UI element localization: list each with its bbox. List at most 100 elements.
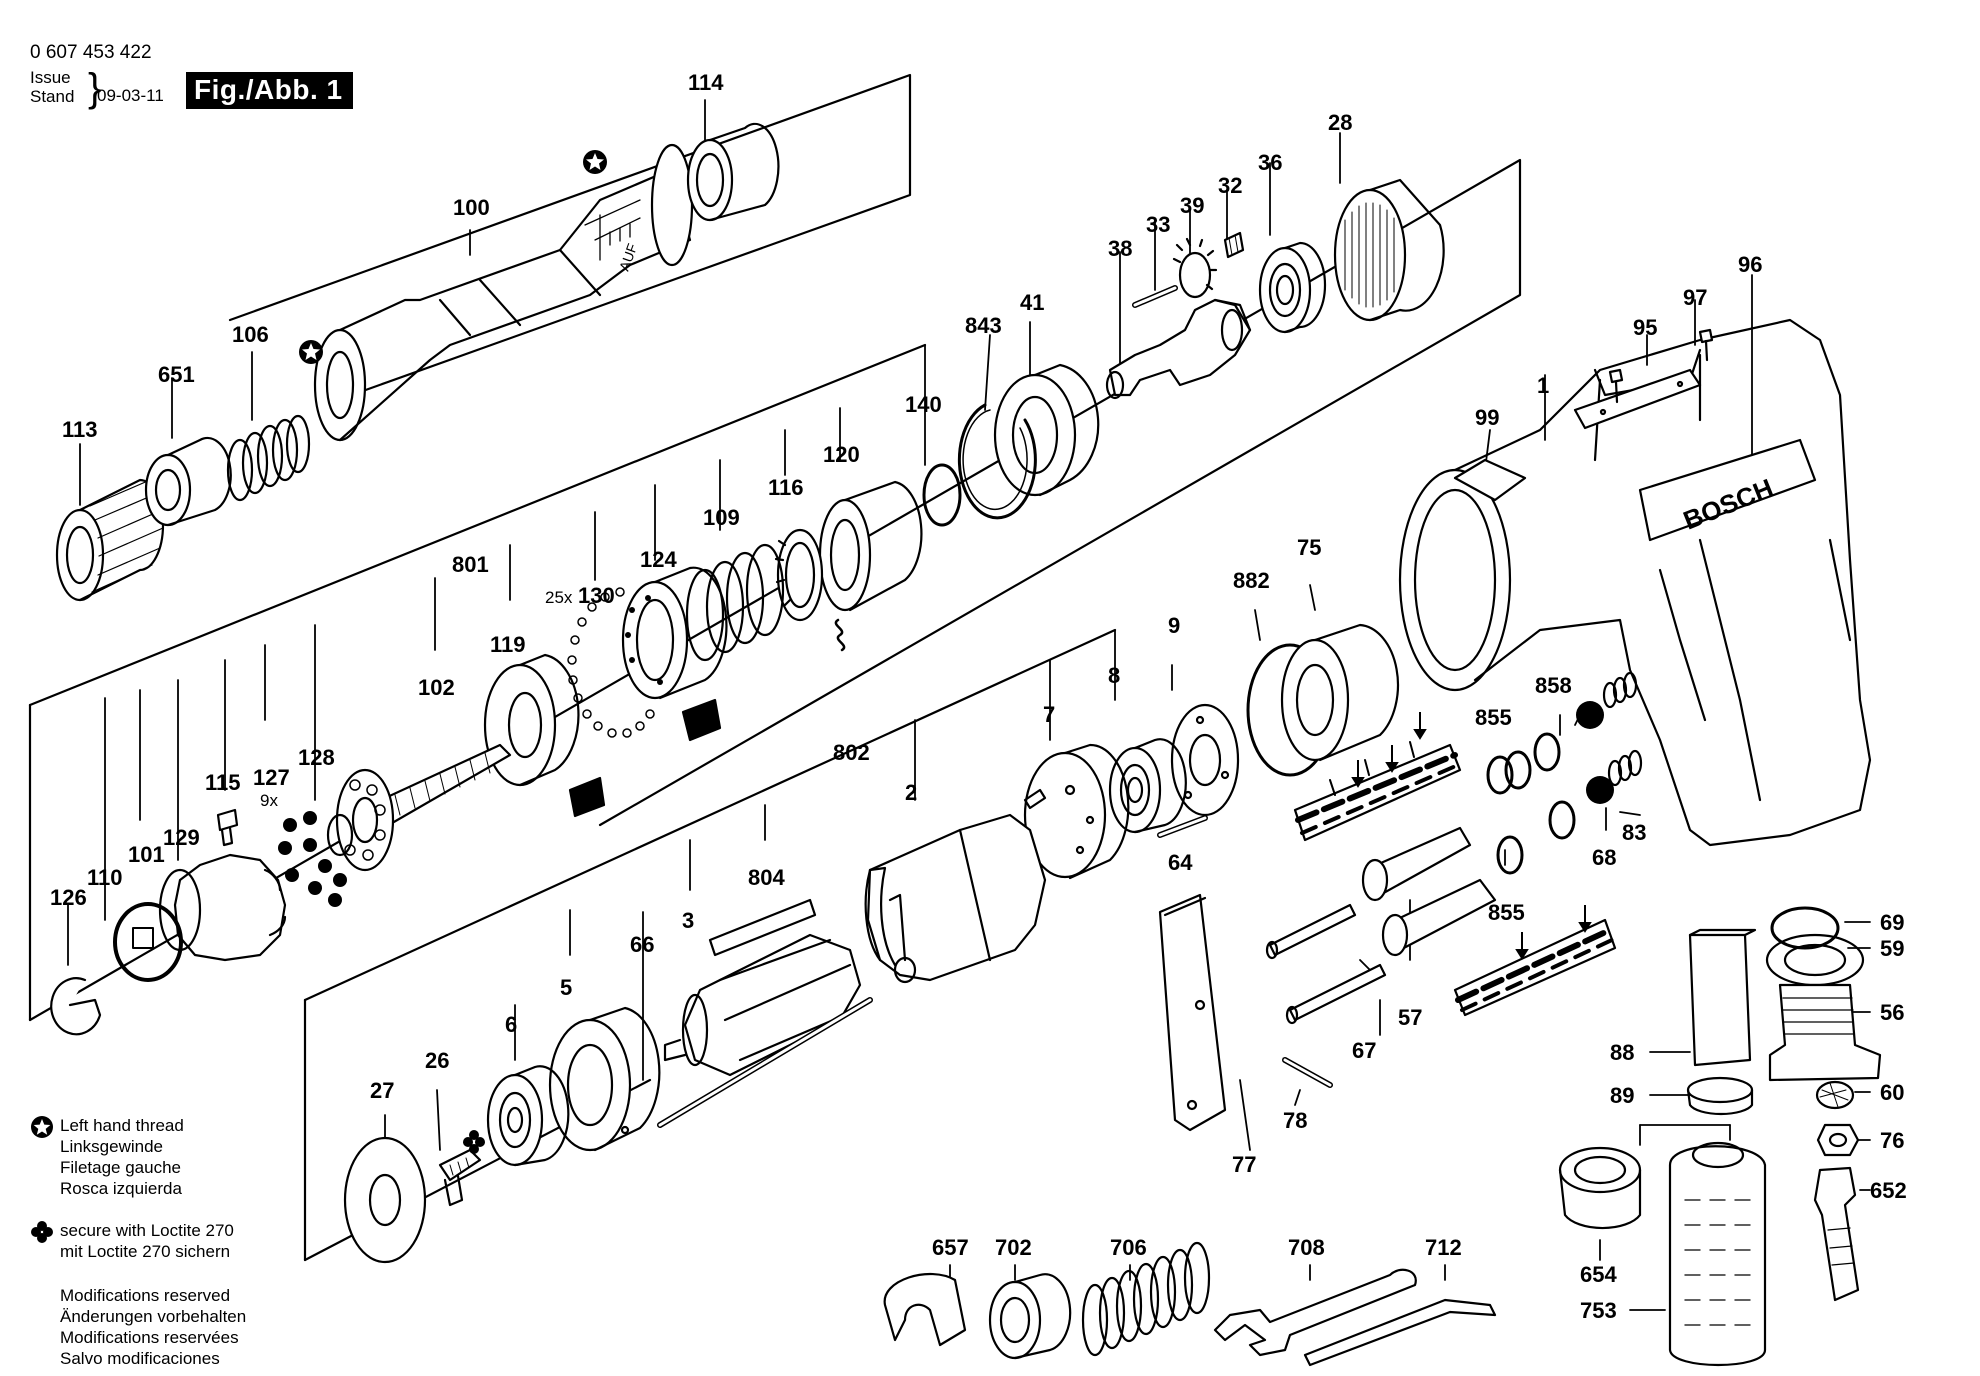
part-88-silencer-insert	[1688, 928, 1757, 1067]
part-702-sleeve	[988, 1273, 1072, 1360]
part-126-retaining-clip	[50, 977, 102, 1036]
callout-labels: 114 100 106 651 113 28 36 32 39 33 38 41…	[50, 70, 1907, 1323]
callout-1: 1	[1537, 373, 1549, 398]
callout-36: 36	[1258, 150, 1282, 175]
callout-41: 41	[1020, 290, 1044, 315]
callout-106: 106	[232, 322, 269, 347]
part-26-gear-pinion	[438, 1148, 482, 1207]
callout-77: 77	[1232, 1152, 1256, 1177]
callout-59: 59	[1880, 936, 1904, 961]
leader-lines	[67, 99, 1871, 1311]
stand-label: Stand	[30, 87, 75, 106]
callout-140: 140	[905, 392, 942, 417]
callout-708: 708	[1288, 1235, 1325, 1260]
part-66-rod	[657, 997, 873, 1128]
callout-78: 78	[1283, 1108, 1307, 1133]
callout-64: 64	[1168, 850, 1193, 875]
legend-line: Salvo modificaciones	[60, 1349, 220, 1368]
issue-label: Issue	[30, 68, 71, 87]
callout-114: 114	[688, 70, 724, 95]
callout-102: 102	[418, 675, 455, 700]
arrow-icons	[1351, 712, 1592, 960]
legend-line: mit Loctite 270 sichern	[60, 1242, 231, 1261]
callout-2: 2	[905, 780, 917, 805]
part-116-ratchet	[774, 528, 824, 622]
part-120-housing	[818, 480, 923, 612]
part-33-pin	[1132, 285, 1178, 308]
part-67-valve-pin	[1285, 963, 1387, 1025]
part-140-o-ring	[922, 463, 962, 527]
part-28-housing	[1333, 178, 1445, 322]
legend-line: secure with Loctite 270	[60, 1221, 234, 1240]
part-36-bearing	[1258, 241, 1327, 334]
clover-icon	[463, 1130, 485, 1154]
legend-modifications: Modifications reserved Änderungen vorbeh…	[30, 1285, 246, 1369]
callout-115: 115	[205, 770, 241, 795]
part-27-washer	[343, 1136, 427, 1264]
callout-33: 33	[1146, 212, 1170, 237]
callout-83: 83	[1622, 820, 1646, 845]
part-804-vane	[708, 898, 817, 957]
callout-126: 126	[50, 885, 87, 910]
callout-109: 109	[703, 505, 740, 530]
part-652-hose-fitting	[1813, 1166, 1860, 1302]
part-101-clutch	[158, 853, 287, 962]
part-119-bearing-plate	[483, 653, 580, 787]
part-valve-sleeve-lower	[1453, 918, 1617, 1017]
part-78-pin	[1282, 1057, 1333, 1088]
callout-38: 38	[1108, 236, 1132, 261]
part-5-bearing-plate	[548, 1006, 661, 1152]
part-8-bearing	[1108, 738, 1187, 834]
callout-100: 100	[453, 195, 490, 220]
callout-27: 27	[370, 1078, 394, 1103]
part-7-cylinder-plate	[1023, 743, 1130, 880]
callout-802: 802	[833, 740, 870, 765]
callout-129: 129	[163, 825, 200, 850]
callout-130: 130	[578, 583, 615, 608]
part-106-spring	[226, 414, 311, 502]
callout-3: 3	[682, 908, 694, 933]
callout-882: 882	[1233, 568, 1270, 593]
callout-68: 68	[1592, 845, 1616, 870]
part-100-motor-housing	[313, 143, 694, 442]
part-855-o-ring	[1486, 750, 1532, 875]
part-753-silencer	[1668, 1141, 1767, 1367]
part-3-rotor	[663, 933, 862, 1077]
callout-57: 57	[1398, 1005, 1422, 1030]
callout-855: 855	[1475, 705, 1512, 730]
part-95-plate	[1573, 368, 1702, 430]
part-89-disc	[1686, 1076, 1754, 1116]
legend-line: Modifications reserved	[60, 1286, 231, 1305]
qty-130: 25x	[545, 588, 573, 607]
callout-89: 89	[1610, 1083, 1634, 1108]
callout-96: 96	[1738, 252, 1762, 277]
callout-843: 843	[965, 313, 1002, 338]
callout-702: 702	[995, 1235, 1032, 1260]
callout-706: 706	[1110, 1235, 1147, 1260]
clover-icon	[31, 1221, 53, 1243]
part-115-screw	[216, 808, 239, 847]
part-83-spring	[1602, 671, 1643, 787]
legend-line: Rosca izquierda	[60, 1179, 182, 1198]
callout-801: 801	[452, 552, 489, 577]
part-41-ring-gear	[993, 363, 1100, 497]
part-1-pistol-grip-housing	[1398, 318, 1872, 847]
document-number: 0 607 453 422	[30, 42, 152, 63]
callout-56: 56	[1880, 1000, 1904, 1025]
part-99-band	[1453, 458, 1527, 502]
part-39-gear	[1172, 237, 1218, 299]
part-110-circlip	[113, 902, 183, 982]
callout-9: 9	[1168, 613, 1180, 638]
callout-66: 66	[630, 932, 654, 957]
issue-stand-block: Issue Stand }	[30, 68, 101, 108]
callout-654: 654	[1580, 1262, 1617, 1287]
part-valve-spool-upper	[1361, 826, 1472, 902]
callout-99: 99	[1475, 405, 1499, 430]
brace-icon: }	[88, 66, 102, 110]
part-2-cylinder	[864, 813, 1047, 984]
callout-76: 76	[1880, 1128, 1904, 1153]
callout-116: 116	[768, 475, 804, 500]
legend-left-hand-thread: Left hand thread Linksgewinde Filetage g…	[30, 1115, 184, 1199]
legend-line: Modifications reservées	[60, 1328, 239, 1347]
callout-69: 69	[1880, 910, 1904, 935]
